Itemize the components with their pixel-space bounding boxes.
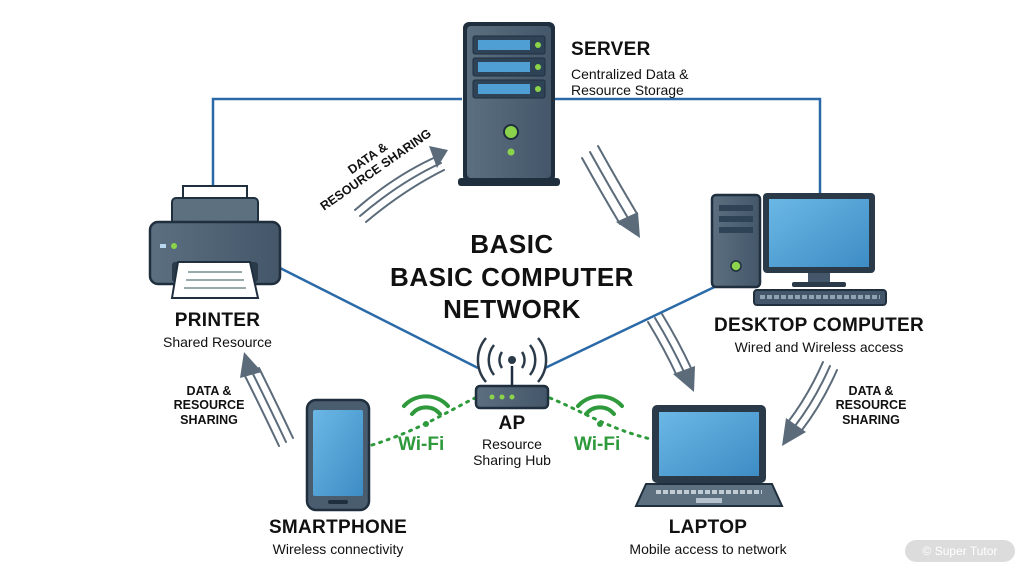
laptop-subtitle: Mobile access to network: [629, 540, 787, 557]
ap-title: AP: [498, 413, 526, 434]
flow-right-line-1: DATA &: [848, 384, 894, 398]
ap-subtitle-1: Resource: [482, 435, 542, 452]
server-title: SERVER: [571, 39, 651, 60]
ap-subtitle-2: Sharing Hub: [473, 452, 551, 469]
laptop-label: LAPTOP Mobile access to network: [608, 517, 808, 557]
wifi-link-right: [548, 396, 657, 442]
arrow-top-printer-to-server: [354, 146, 448, 223]
server-icon: [458, 22, 560, 186]
desktop-title: DESKTOP COMPUTER: [714, 315, 924, 336]
server-subtitle-2: Resource Storage: [571, 82, 684, 99]
wifi-icon-right: [576, 394, 624, 427]
smartphone-title: SMARTPHONE: [268, 517, 408, 538]
server-label: SERVER Centralized Data & Resource Stora…: [571, 39, 689, 99]
watermark-badge: © Super Tutor: [905, 540, 1015, 562]
wifi-label-right: Wi-Fi: [574, 434, 621, 455]
link-printer-ap: [279, 266, 479, 370]
arrow-server-to-desktop: [581, 145, 640, 238]
wifi-icon-left: [402, 394, 450, 427]
flow-label-right: DATA & RESOURCE SHARING: [826, 384, 916, 427]
flow-left-line-2: RESOURCE: [173, 398, 245, 413]
laptop-title: LAPTOP: [668, 517, 748, 538]
flow-right-line-3: SHARING: [842, 412, 900, 427]
ap-label: AP Resource Sharing Hub: [462, 413, 562, 469]
smartphone-subtitle: Wireless connectivity: [272, 540, 404, 557]
wifi-label-left: Wi-Fi: [398, 434, 445, 455]
flow-left-line-1: DATA &: [186, 384, 232, 398]
flow-right-line-2: RESOURCE: [835, 398, 907, 413]
wifi-link-left: [370, 396, 477, 447]
wifi-links: [370, 396, 657, 447]
flow-label-left: DATA & RESOURCE SHARING: [164, 384, 254, 427]
diagram-title: BASIC BASIC COMPUTER NETWORK: [380, 228, 644, 326]
desktop-computer-icon: [710, 193, 887, 306]
link-server-desktop: [552, 97, 822, 195]
title-line-3: NETWORK: [443, 294, 581, 324]
title-line-1: BASIC: [470, 229, 554, 259]
ap-router-icon: [474, 337, 550, 410]
arrow-right-to-laptop: [782, 361, 838, 446]
title-line-2: BASIC COMPUTER: [390, 261, 634, 292]
smartphone-icon: [305, 398, 371, 512]
laptop-icon: [634, 405, 784, 507]
desktop-label: DESKTOP COMPUTER Wired and Wireless acce…: [698, 315, 940, 355]
printer-title: PRINTER: [174, 310, 261, 331]
arrow-desktop-to-laptop: [647, 313, 695, 392]
smartphone-label: SMARTPHONE Wireless connectivity: [248, 517, 428, 557]
printer-label: PRINTER Shared Resource: [140, 310, 295, 350]
printer-subtitle: Shared Resource: [163, 333, 272, 350]
flow-left-line-3: SHARING: [180, 412, 238, 427]
server-subtitle-1: Centralized Data &: [571, 65, 689, 82]
arrow-phone-to-printer: [240, 352, 294, 447]
desktop-subtitle: Wired and Wireless access: [734, 338, 904, 355]
printer-icon: [148, 185, 282, 299]
link-printer-server: [211, 97, 462, 192]
